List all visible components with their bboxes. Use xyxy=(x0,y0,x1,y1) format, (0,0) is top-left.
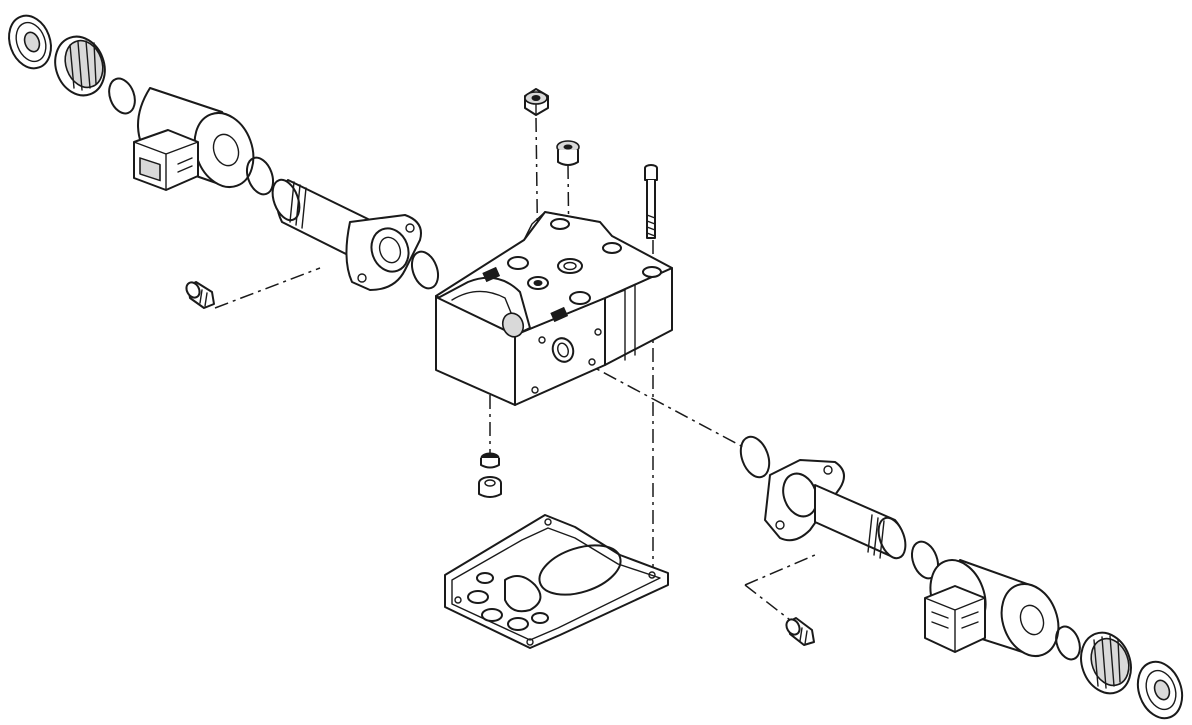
port-plug xyxy=(556,140,580,166)
left-o-ring-1 xyxy=(108,77,136,115)
long-bolt xyxy=(644,164,658,239)
right-solenoid-coil xyxy=(924,559,1060,657)
axis-right-screw-a xyxy=(744,584,791,621)
block-label-1 xyxy=(482,266,501,283)
valve-block xyxy=(435,211,673,406)
left-end-cap xyxy=(8,14,52,70)
block-side-port xyxy=(551,337,575,363)
small-insert-upper xyxy=(480,452,500,469)
axis-right-screw-b xyxy=(744,554,816,586)
small-insert-lower xyxy=(478,476,502,498)
axis-left-screw xyxy=(214,267,321,309)
right-o-ring-3 xyxy=(1055,625,1081,661)
left-knurled-nut xyxy=(54,35,106,97)
right-end-cap xyxy=(1136,660,1184,720)
hex-plug xyxy=(524,88,549,116)
right-o-ring-1 xyxy=(739,435,771,479)
left-armature-tube xyxy=(271,178,422,291)
left-o-ring-2 xyxy=(245,156,275,196)
base-gasket xyxy=(444,514,669,649)
right-knurled-nut xyxy=(1080,631,1132,695)
left-o-ring-3 xyxy=(410,250,440,290)
left-socket-screw xyxy=(185,281,215,309)
right-socket-screw xyxy=(785,617,815,646)
block-label-2 xyxy=(550,306,569,323)
axis-right-solenoid xyxy=(579,359,746,449)
right-armature-tube xyxy=(764,459,907,560)
left-solenoid-coil xyxy=(133,87,255,191)
axis-port-plug xyxy=(567,164,570,263)
